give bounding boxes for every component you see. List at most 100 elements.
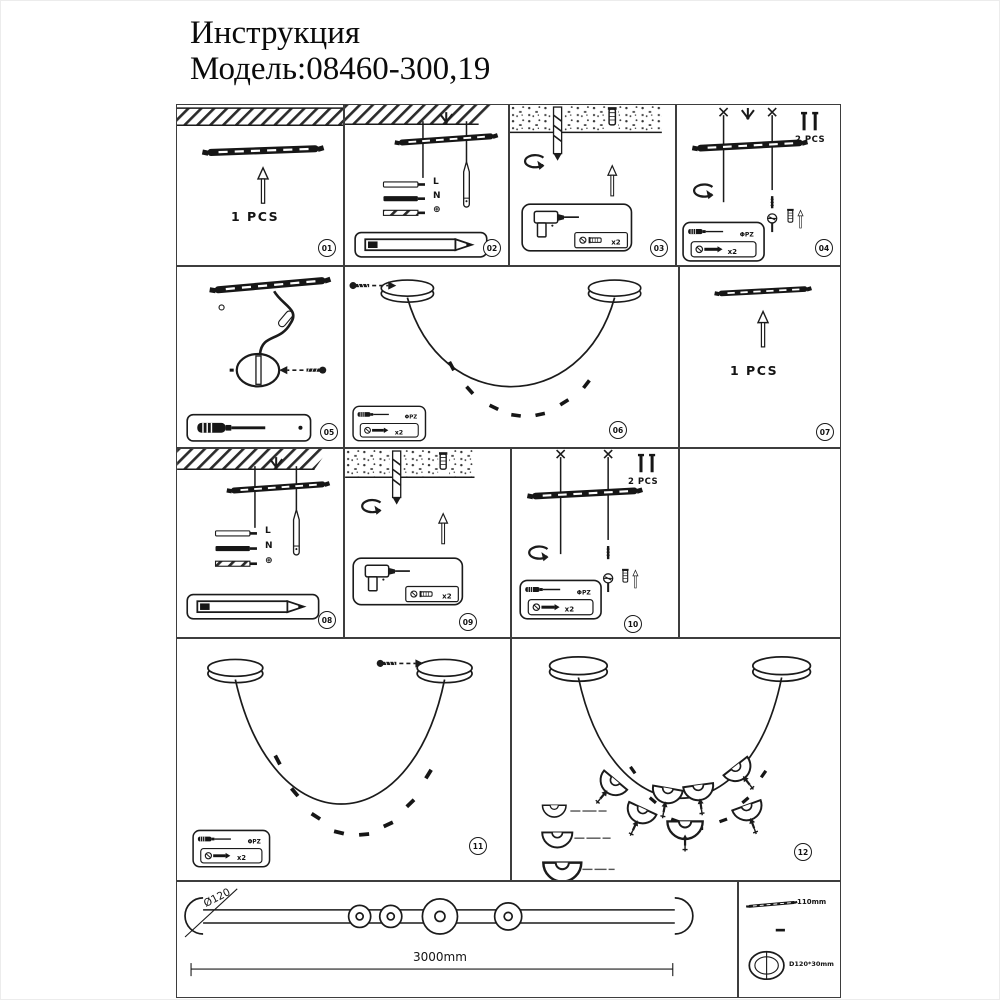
step-01-drawing — [177, 107, 343, 204]
panel-step-11: ΦPZ x2 11 — [176, 638, 511, 881]
concrete-ceiling — [345, 449, 475, 478]
wire-ground-icon — [382, 209, 419, 216]
canopy-icon — [207, 658, 264, 684]
cable-lamps — [273, 754, 433, 837]
wire-neutral-icon — [215, 546, 250, 552]
up-arrow-icon — [438, 513, 449, 545]
wire-ground-icon — [214, 560, 251, 567]
ceiling-hatch — [177, 449, 329, 470]
panel-blank — [679, 448, 841, 638]
step-10-drawing: ΦPZ x2 — [512, 449, 656, 637]
end-canopy-right — [674, 896, 694, 935]
step-number-04: 04 — [815, 239, 833, 257]
wire-ground-label: ⊕ — [433, 205, 441, 215]
screwdriver-tool-icon — [683, 222, 764, 260]
panel-step-10: ΦPZ x2 2 PCS 10 — [511, 448, 679, 638]
up-arrow-icon — [757, 310, 769, 348]
ceiling-hatch — [177, 108, 343, 126]
step-11-drawing: ΦPZ x2 — [177, 658, 473, 880]
qty-label: 1 PCS — [730, 363, 779, 378]
catenary-cable — [234, 679, 446, 805]
wire-live-label: L — [265, 526, 271, 536]
pencil-tool-icon — [355, 233, 487, 257]
model-title: Модель:08460-300,19 — [190, 51, 491, 87]
step-number-05: 05 — [320, 423, 338, 441]
page-title: Инструкция — [190, 15, 361, 51]
screw-arrow-icon — [348, 280, 398, 291]
catenary-cable — [577, 677, 783, 800]
cable-length-label: 3000mm — [413, 950, 467, 964]
cable — [258, 290, 295, 355]
step-number-01: 01 — [318, 239, 336, 257]
two-screws-icon — [637, 453, 656, 473]
parts-size-drawing — [745, 900, 798, 981]
cable-connector — [277, 310, 294, 328]
tool-qty-label: x2 — [565, 605, 575, 614]
screw-icon — [606, 546, 610, 560]
rotate-arrow-icon — [361, 498, 383, 516]
step-06-drawing: ΦPZ x2 — [348, 279, 642, 447]
fixture-dimension-drawing — [184, 888, 694, 977]
mounting-bar-icon — [691, 139, 809, 152]
mounting-bar-icon — [226, 480, 331, 495]
canopy-icon — [416, 658, 473, 684]
rotate-arrow-icon — [523, 154, 546, 171]
step-number-10: 10 — [624, 615, 642, 633]
panel-step-03: x2 03 — [509, 104, 676, 266]
tool-qty-label: x2 — [237, 854, 246, 862]
drill-bit-icon — [391, 450, 402, 506]
concrete-ceiling — [510, 105, 662, 133]
step-05-drawing — [177, 276, 332, 447]
step-number-11: 11 — [469, 837, 487, 855]
panel-step-02: L N ⊕ 02 — [344, 104, 509, 266]
up-arrow-icon — [607, 165, 618, 197]
wire-live-label: L — [433, 177, 439, 187]
wire-neutral-label: N — [265, 541, 273, 551]
step-09-drawing: x2 — [345, 449, 475, 637]
bit-label: ΦPZ — [740, 232, 755, 239]
mounting-bar-icon — [745, 900, 798, 909]
bar-length-label: 110mm — [797, 898, 827, 906]
step-number-07: 07 — [816, 423, 834, 441]
size-chart-labels — [570, 810, 615, 871]
two-screws-icon — [801, 111, 819, 131]
step-number-08: 08 — [318, 611, 336, 629]
washer-screw-icon — [766, 213, 778, 233]
panel-parts-sizes: 110mm D120*30mm — [738, 881, 841, 998]
wall-plug-icon — [607, 106, 618, 126]
screwdriver-tool-icon — [520, 580, 601, 618]
qty-label: 2 PCS — [628, 477, 659, 487]
step-03-drawing: x2 — [510, 105, 662, 265]
driver-pendant-icon — [292, 508, 300, 556]
wire-neutral-label: N — [433, 191, 441, 201]
wire-ground-label: ⊕ — [265, 556, 273, 566]
up-arrow-icon — [257, 167, 269, 204]
mounting-bar-icon — [208, 276, 332, 295]
tool-qty-label: x2 — [395, 429, 404, 436]
rod-lamps — [347, 898, 523, 935]
qty-label: 2 PCS — [795, 135, 826, 145]
panel-step-01: 1 PCS 01 — [176, 104, 344, 266]
canopy-size-label: D120*30mm — [789, 960, 834, 968]
tool-qty-label: x2 — [728, 247, 738, 256]
wall-plug-icon — [438, 451, 449, 470]
up-arrow-icon — [797, 209, 804, 229]
canopy-cup-icon — [229, 352, 281, 388]
panel-step-06: ΦPZ x2 06 — [344, 266, 679, 448]
step-12-drawing — [541, 656, 812, 880]
step-02-drawing — [345, 105, 499, 265]
screw-arrow-icon — [375, 658, 425, 669]
rotate-arrow-icon — [528, 545, 550, 563]
up-arrow-icon — [632, 569, 639, 589]
step-number-02: 02 — [483, 239, 501, 257]
mounting-bar-icon — [394, 132, 499, 147]
qty-label: 1 PCS — [231, 209, 280, 224]
mounting-bar-icon — [713, 285, 813, 297]
screwdriver-tool-icon: ΦPZ x2 — [353, 406, 425, 440]
screwdriver-tool-icon: ΦPZ x2 — [193, 830, 269, 866]
wire-clamp-icon — [740, 107, 755, 121]
length-dimension-line — [190, 963, 674, 977]
panel-step-05: 05 — [176, 266, 344, 448]
rotate-arrow-icon — [692, 183, 715, 201]
